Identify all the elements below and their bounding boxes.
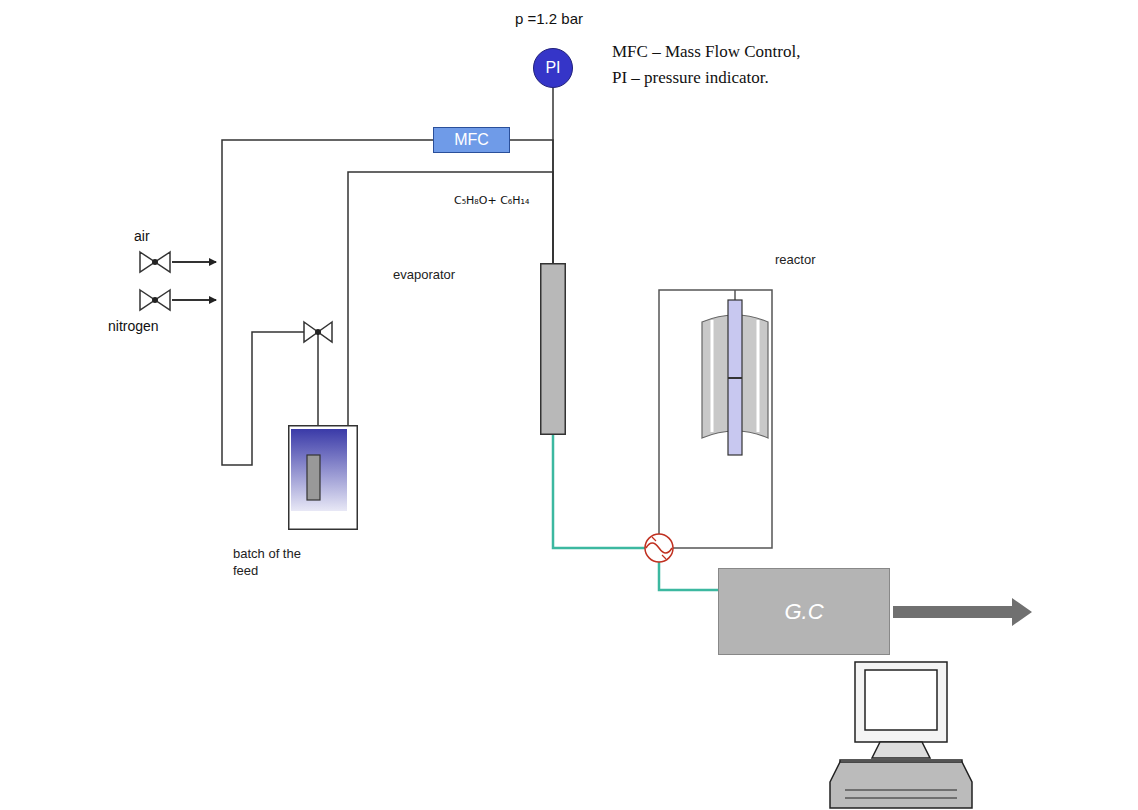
computer-icon (830, 662, 972, 808)
node-label: G.C (784, 599, 823, 625)
pressure-indicator: PI (533, 48, 573, 88)
valve-symbol (140, 252, 332, 342)
reactor-shape (700, 300, 770, 455)
pressure-value: p =1.2 bar (515, 10, 583, 27)
pipe-connector (553, 435, 718, 590)
feed-vessel: batch of the feed (288, 425, 358, 530)
node-label: batch of the feed (233, 545, 305, 579)
evaporator: evaporator (540, 263, 566, 435)
legend-note: MFC – Mass Flow Control, (612, 42, 800, 62)
reactor: reactor (700, 300, 770, 455)
gas-name: nitrogen (108, 318, 159, 334)
node-label: evaporator (393, 267, 455, 282)
evaporator-shape (540, 263, 566, 435)
outlet-arrow (893, 598, 1032, 626)
node-label: PI (545, 59, 560, 77)
valve-stem (152, 259, 321, 335)
mass-flow-controller: MFC (433, 127, 510, 153)
sampling-valve (645, 534, 673, 562)
pipe-connector (348, 172, 553, 425)
gas-name: air (134, 228, 150, 244)
feed-formula: C₅H₈O+ C₆H₁₄ (452, 194, 531, 207)
node-label: MFC (454, 131, 489, 149)
legend-note: PI – pressure indicator. (612, 68, 769, 88)
reactor-loop (659, 290, 772, 548)
node-label: reactor (775, 252, 815, 267)
gas-chromatograph: G.C (718, 568, 890, 655)
feed-vessel-shape (288, 425, 358, 530)
